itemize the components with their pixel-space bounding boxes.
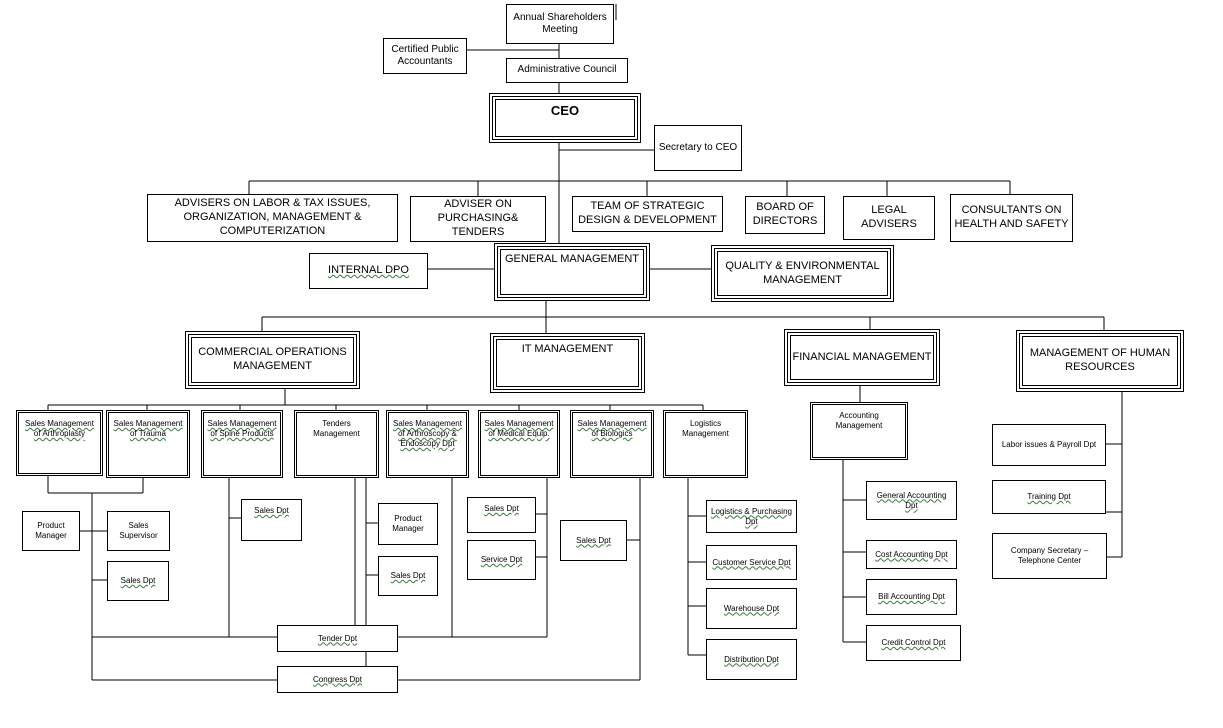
bill-accounting-box: Bill Accounting Dpt [866, 579, 957, 615]
congress-dpt-label: Congress Dpt [313, 674, 362, 684]
sm-arthroscopy-box: Sales Management of Arthroscopy & Endosc… [386, 410, 469, 478]
training-box: Training Dpt [992, 480, 1106, 514]
sales-dpt-medical-box: Sales Dpt [467, 497, 536, 533]
sales-supervisor-box: Sales Supervisor [107, 511, 170, 551]
service-dpt-box: Service Dpt [467, 540, 536, 580]
sales-dpt-arthro-label: Sales Dpt [390, 571, 426, 580]
it-management-box: IT MANAGEMENT [490, 333, 645, 393]
internal-dpo-box: INTERNAL DPO [309, 253, 428, 289]
service-dpt-label: Service Dpt [480, 555, 523, 564]
warehouse-box: Warehouse Dpt [706, 588, 797, 629]
training-label: Training Dpt [1027, 492, 1071, 501]
general-accounting-label: General Accounting Dpt [876, 490, 947, 510]
ceo-box: CEO [489, 93, 641, 143]
product-manager-1-box: Product Manager [22, 511, 80, 551]
cpa-box: Certified Public Accountants [383, 38, 467, 74]
team-strategic-box: TEAM OF STRATEGIC DESIGN & DEVELOPMENT [572, 196, 723, 232]
accounting-management-box: Accounting Management [810, 402, 908, 460]
cost-accounting-box: Cost Accounting Dpt [866, 540, 957, 569]
quality-management-box: QUALITY & ENVIRONMENTAL MANAGEMENT [711, 245, 894, 302]
board-box: BOARD OF DIRECTORS [745, 196, 825, 234]
credit-control-label: Credit Control Dpt [881, 638, 946, 647]
sm-medical-box: Sales Management of Medical Equip. [478, 410, 560, 478]
logistics-management-box: Logistics Management [663, 410, 748, 478]
customer-service-box: Customer Service Dpt [706, 545, 797, 580]
legal-box: LEGAL ADVISERS [843, 196, 935, 240]
general-accounting-box: General Accounting Dpt [866, 481, 957, 520]
sales-dpt-1-label: Sales Dpt [120, 576, 156, 585]
company-secretary-box: Company Secretary – Telephone Center [992, 533, 1107, 579]
sales-dpt-medical-label: Sales Dpt [484, 504, 519, 513]
financial-management-box: FINANCIAL MANAGEMENT [784, 329, 940, 386]
sales-dpt-bio-box: Sales Dpt [560, 520, 627, 561]
admin-council-box: Administrative Council [506, 58, 628, 83]
labor-payroll-box: Labor issues & Payroll Dpt [992, 424, 1106, 466]
credit-control-box: Credit Control Dpt [866, 625, 961, 661]
sales-dpt-spine-label: Sales Dpt [254, 506, 289, 515]
tender-dpt-label: Tender Dpt [317, 633, 358, 643]
shareholders-box: Annual Shareholders Meeting [506, 4, 614, 44]
sm-trauma-box: Sales Management of Trauma [106, 410, 190, 478]
distribution-box: Distribution Dpt [706, 639, 797, 680]
distribution-label: Distribution Dpt [724, 654, 779, 664]
sales-dpt-spine-box: Sales Dpt [241, 499, 302, 541]
sm-trauma-label: Sales Management of Trauma [113, 419, 183, 438]
consultants-box: CONSULTANTS ON HEALTH AND SAFETY [950, 194, 1073, 242]
sm-arthroplasty-label: Sales Management of Arthroplasty [25, 419, 94, 438]
hr-management-box: MANAGEMENT OF HUMAN RESOURCES [1016, 330, 1184, 392]
sm-arthroscopy-label: Sales Management of Arthroscopy & Endosc… [393, 419, 462, 448]
customer-service-label: Customer Service Dpt [712, 557, 791, 567]
logistics-purchasing-label: Logistics & Purchasing Dpt [711, 506, 792, 526]
sm-biologics-box: Sales Management of Biologics [570, 410, 654, 478]
warehouse-label: Warehouse Dpt [723, 603, 780, 613]
tender-dpt-box: Tender Dpt [277, 625, 398, 652]
secretary-box: Secretary to CEO [654, 125, 742, 171]
general-management-box: GENERAL MANAGEMENT [494, 243, 650, 301]
sm-spine-label: Sales Management of Spine Products [207, 419, 277, 438]
logistics-purchasing-box: Logistics & Purchasing Dpt [706, 500, 797, 533]
bill-accounting-label: Bill Accounting Dpt [878, 592, 945, 601]
product-manager-2-box: Product Manager [378, 503, 438, 545]
sales-dpt-arthro-box: Sales Dpt [378, 556, 438, 596]
cost-accounting-label: Cost Accounting Dpt [875, 549, 948, 559]
sm-biologics-label: Sales Management of Biologics [577, 419, 647, 438]
sm-spine-box: Sales Management of Spine Products [201, 410, 283, 478]
sm-medical-label: Sales Management of Medical Equip. [484, 419, 554, 438]
congress-dpt-box: Congress Dpt [277, 666, 398, 693]
sales-dpt-bio-label: Sales Dpt [576, 535, 611, 545]
adviser-purchasing-box: ADVISER ON PURCHASING& TENDERS [410, 196, 546, 242]
advisers-labor-box: ADVISERS ON LABOR & TAX ISSUES, ORGANIZA… [147, 194, 398, 242]
sales-dpt-1-box: Sales Dpt [107, 561, 169, 601]
commercial-operations-box: COMMERCIAL OPERATIONS MANAGEMENT [185, 331, 360, 389]
internal-dpo-label: INTERNAL DPO [328, 264, 409, 277]
tenders-management-box: Tenders Management [294, 410, 379, 478]
sm-arthroplasty-box: Sales Management of Arthroplasty [16, 410, 103, 476]
